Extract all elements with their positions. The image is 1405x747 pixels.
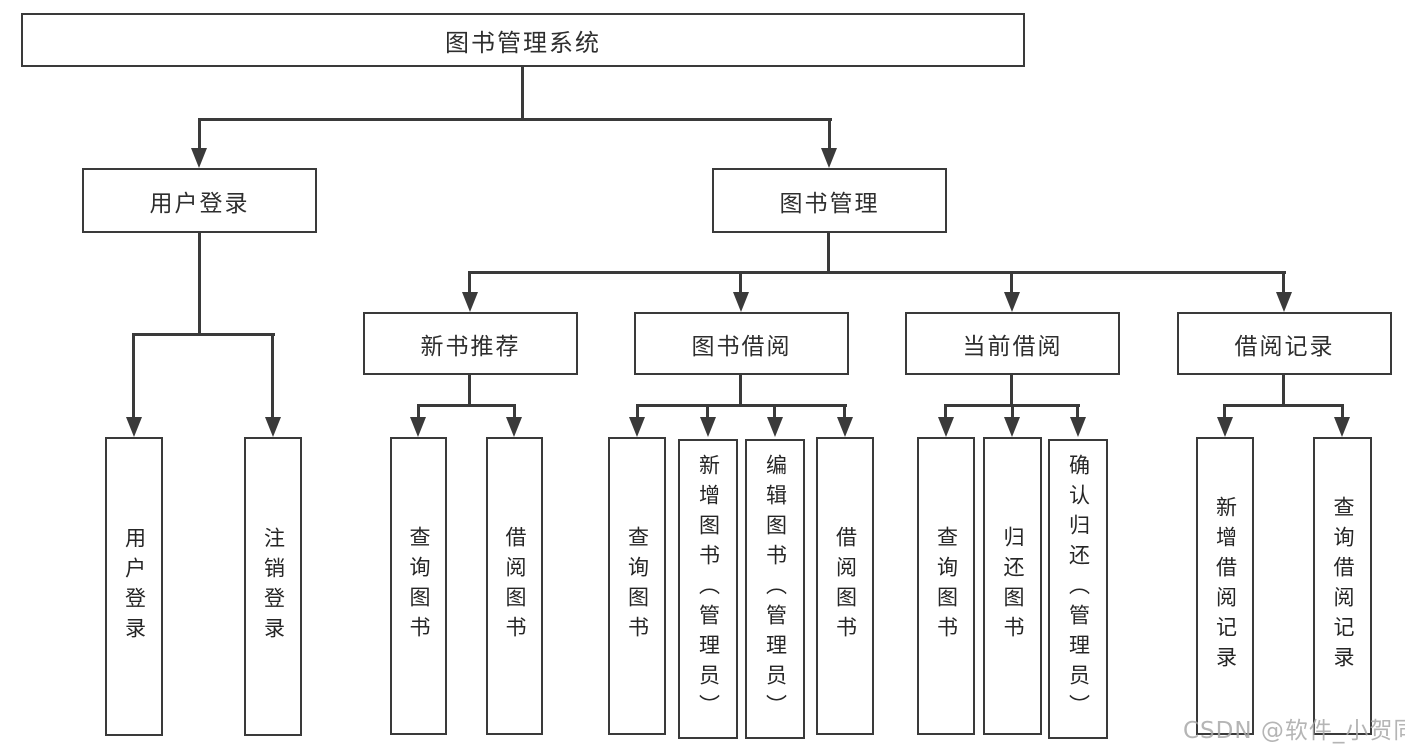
- arrow-down-icon: [767, 417, 783, 437]
- arrow-down-icon: [629, 417, 645, 437]
- connector-line: [1010, 375, 1013, 407]
- node-root: 图书管理系统: [21, 13, 1025, 67]
- connector-line: [132, 333, 135, 419]
- connector-line: [636, 404, 639, 420]
- leaf-borrow-edit-books-admin: 编辑图书（管理员）: [745, 439, 805, 739]
- connector-line: [468, 271, 1286, 274]
- connector-line: [132, 333, 275, 336]
- leaf-current-confirm-return-admin: 确认归还（管理员）: [1048, 439, 1108, 739]
- connector-line: [1011, 404, 1014, 420]
- connector-line: [1076, 404, 1079, 420]
- arrow-down-icon: [1217, 417, 1233, 437]
- connector-line: [1010, 271, 1013, 297]
- node-current-borrow: 当前借阅: [905, 312, 1120, 375]
- leaf-user-login: 用户登录: [105, 437, 163, 736]
- connector-line: [773, 404, 776, 420]
- arrow-down-icon: [126, 417, 142, 437]
- connector-line: [521, 67, 524, 119]
- node-user-login: 用户登录: [82, 168, 317, 233]
- arrow-down-icon: [1004, 417, 1020, 437]
- leaf-logout: 注销登录: [244, 437, 302, 736]
- connector-line: [1282, 271, 1285, 297]
- connector-line: [198, 118, 832, 121]
- leaf-recommend-query-books: 查询图书: [390, 437, 447, 735]
- connector-line: [739, 271, 742, 297]
- connector-line: [944, 404, 947, 420]
- leaf-borrow-borrow-books: 借阅图书: [816, 437, 874, 735]
- arrow-down-icon: [700, 417, 716, 437]
- arrow-down-icon: [410, 417, 426, 437]
- arrow-down-icon: [462, 292, 478, 312]
- connector-line: [417, 404, 420, 420]
- arrow-down-icon: [191, 148, 207, 168]
- connector-line: [1223, 404, 1344, 407]
- leaf-records-add-record: 新增借阅记录: [1196, 437, 1254, 735]
- arrow-down-icon: [1070, 417, 1086, 437]
- connector-line: [198, 233, 201, 336]
- connector-line: [1282, 375, 1285, 407]
- node-new-book-recommend: 新书推荐: [363, 312, 578, 375]
- arrow-down-icon: [733, 292, 749, 312]
- connector-line: [1341, 404, 1344, 420]
- connector-line: [1223, 404, 1226, 420]
- connector-line: [513, 404, 516, 420]
- connector-line: [843, 404, 846, 420]
- node-borrow-records: 借阅记录: [1177, 312, 1392, 375]
- arrow-down-icon: [265, 417, 281, 437]
- arrow-down-icon: [837, 417, 853, 437]
- arrow-down-icon: [1276, 292, 1292, 312]
- connector-line: [417, 404, 516, 407]
- arrow-down-icon: [938, 417, 954, 437]
- connector-line: [636, 404, 847, 407]
- leaf-borrow-add-books-admin: 新增图书（管理员）: [678, 439, 738, 739]
- arrow-down-icon: [821, 148, 837, 168]
- node-book-management: 图书管理: [712, 168, 947, 233]
- connector-line: [827, 233, 830, 273]
- node-book-borrow: 图书借阅: [634, 312, 849, 375]
- leaf-recommend-borrow-books: 借阅图书: [486, 437, 543, 735]
- arrow-down-icon: [1334, 417, 1350, 437]
- leaf-current-return-books: 归还图书: [983, 437, 1042, 735]
- connector-line: [706, 404, 709, 420]
- connector-line: [828, 118, 831, 152]
- connector-line: [198, 118, 201, 152]
- csdn-watermark: CSDN @软件_小贺同学: [1183, 718, 1405, 744]
- arrow-down-icon: [1004, 292, 1020, 312]
- arrow-down-icon: [506, 417, 522, 437]
- leaf-current-query-books: 查询图书: [917, 437, 975, 735]
- leaf-records-query-record: 查询借阅记录: [1313, 437, 1372, 735]
- connector-line: [468, 375, 471, 407]
- connector-line: [468, 271, 471, 297]
- leaf-borrow-query-books: 查询图书: [608, 437, 666, 735]
- connector-line: [271, 333, 274, 419]
- connector-line: [739, 375, 742, 407]
